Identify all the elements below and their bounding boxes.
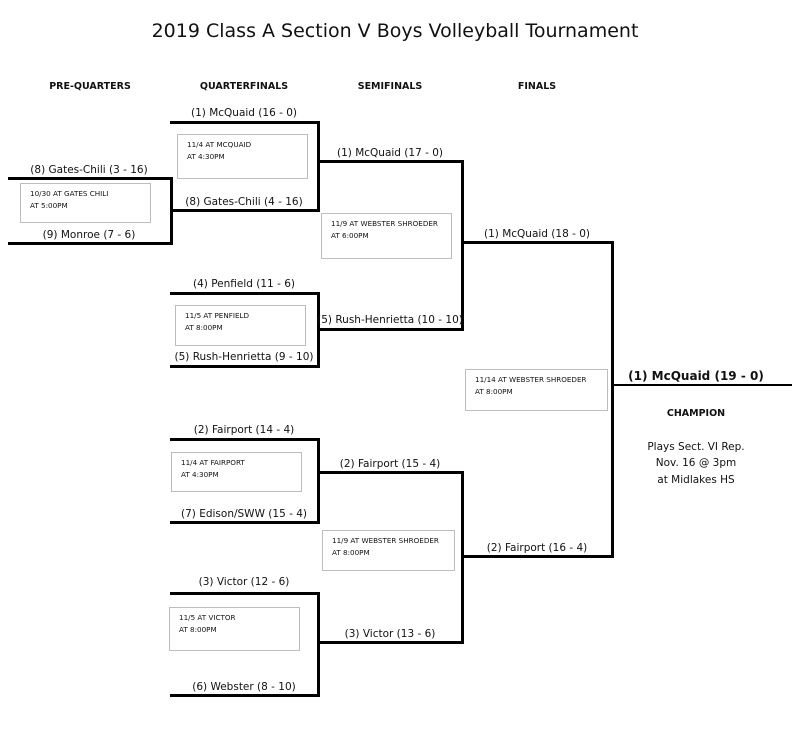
game-date: 11/9 AT WEBSTER SHROEDER: [332, 536, 439, 545]
team-slot: (2) Fairport (14 - 4): [193, 424, 295, 436]
bracket-line: [317, 471, 464, 474]
game-date: 10/30 AT GATES CHILI: [30, 189, 109, 198]
team-slot: (8) Gates-Chili (3 - 16): [30, 164, 148, 176]
team-slot: (1) McQuaid (16 - 0): [190, 107, 298, 119]
bracket-line: [317, 328, 464, 331]
bracket-line: [317, 592, 320, 697]
team-slot: (2) Fairport (16 - 4): [486, 542, 588, 554]
game-time: AT 4:30PM: [181, 470, 219, 479]
champion-label: CHAMPION: [666, 408, 726, 419]
game-info-box: 11/4 AT FAIRPORT AT 4:30PM: [171, 452, 302, 492]
game-time: AT 4:30PM: [187, 152, 225, 161]
bracket-line: [170, 209, 320, 212]
bracket-line: [461, 241, 614, 244]
round-header-prequarters: PRE-QUARTERS: [49, 81, 131, 92]
team-slot: (6) Webster (8 - 10): [192, 681, 296, 693]
game-info-box: 11/5 AT VICTOR AT 8:00PM: [169, 607, 300, 651]
game-info-box: 11/9 AT WEBSTER SHROEDER AT 8:00PM: [322, 530, 455, 571]
game-info-box: 10/30 AT GATES CHILI AT 5:00PM: [20, 183, 151, 223]
game-date: 11/9 AT WEBSTER SHROEDER: [331, 219, 438, 228]
bracket-line: [461, 160, 464, 331]
team-slot: (4) Penfield (11 - 6): [193, 278, 295, 290]
team-slot: (5) Rush-Henrietta (9 - 10): [174, 351, 314, 363]
champion-note: Nov. 16 @ 3pm: [655, 457, 737, 469]
bracket-line: [170, 292, 320, 295]
round-header-quarterfinals: QUARTERFINALS: [199, 81, 289, 92]
bracket-line: [170, 121, 320, 124]
game-time: AT 5:00PM: [30, 201, 68, 210]
bracket-line: [317, 160, 464, 163]
team-slot: (3) Victor (13 - 6): [344, 628, 436, 640]
game-info-box: 11/9 AT WEBSTER SHROEDER AT 6:00PM: [321, 213, 452, 259]
team-slot: (2) Fairport (15 - 4): [339, 458, 441, 470]
game-time: AT 8:00PM: [179, 625, 217, 634]
team-slot: (3) Victor (12 - 6): [198, 576, 290, 588]
team-slot: (9) Monroe (7 - 6): [42, 229, 136, 241]
bracket-line: [8, 242, 173, 245]
game-time: AT 8:00PM: [185, 323, 223, 332]
game-date: 11/4 AT FAIRPORT: [181, 458, 245, 467]
champion-team: (1) McQuaid (19 - 0): [628, 369, 764, 383]
bracket-line: [170, 521, 320, 524]
game-time: AT 6:00PM: [331, 231, 369, 240]
round-header-semifinals: SEMIFINALS: [357, 81, 423, 92]
round-header-finals: FINALS: [517, 81, 557, 92]
game-date: 11/4 AT MCQUAID: [187, 140, 252, 149]
bracket-line: [170, 438, 320, 441]
game-time: AT 8:00PM: [332, 548, 370, 557]
bracket-line: [170, 592, 320, 595]
game-info-box: 11/14 AT WEBSTER SHROEDER AT 8:00PM: [465, 369, 608, 411]
champion-note: at Midlakes HS: [657, 474, 735, 486]
bracket-line: [611, 241, 614, 558]
champion-line: [611, 384, 792, 386]
team-slot: (5) Rush-Henrietta (10 - 10): [317, 314, 463, 326]
bracket-line: [317, 121, 320, 212]
team-slot: (7) Edison/SWW (15 - 4): [181, 508, 307, 520]
game-date: 11/5 AT VICTOR: [179, 613, 236, 622]
team-slot: (8) Gates-Chili (4 - 16): [185, 196, 303, 208]
team-slot: (1) McQuaid (17 - 0): [336, 147, 444, 159]
team-slot: (1) McQuaid (18 - 0): [483, 228, 591, 240]
game-info-box: 11/5 AT PENFIELD AT 8:00PM: [175, 305, 306, 346]
bracket-line: [317, 438, 320, 524]
game-date: 11/14 AT WEBSTER SHROEDER: [475, 375, 587, 384]
game-time: AT 8:00PM: [475, 387, 513, 396]
bracket-line: [170, 694, 320, 697]
bracket-line: [8, 177, 173, 180]
game-date: 11/5 AT PENFIELD: [185, 311, 250, 320]
bracket-line: [461, 555, 614, 558]
bracket-line: [317, 641, 464, 644]
bracket-line: [170, 365, 320, 368]
champion-note: Plays Sect. VI Rep.: [647, 441, 745, 453]
game-info-box: 11/4 AT MCQUAID AT 4:30PM: [177, 134, 308, 179]
page-title: 2019 Class A Section V Boys Volleyball T…: [151, 20, 639, 42]
